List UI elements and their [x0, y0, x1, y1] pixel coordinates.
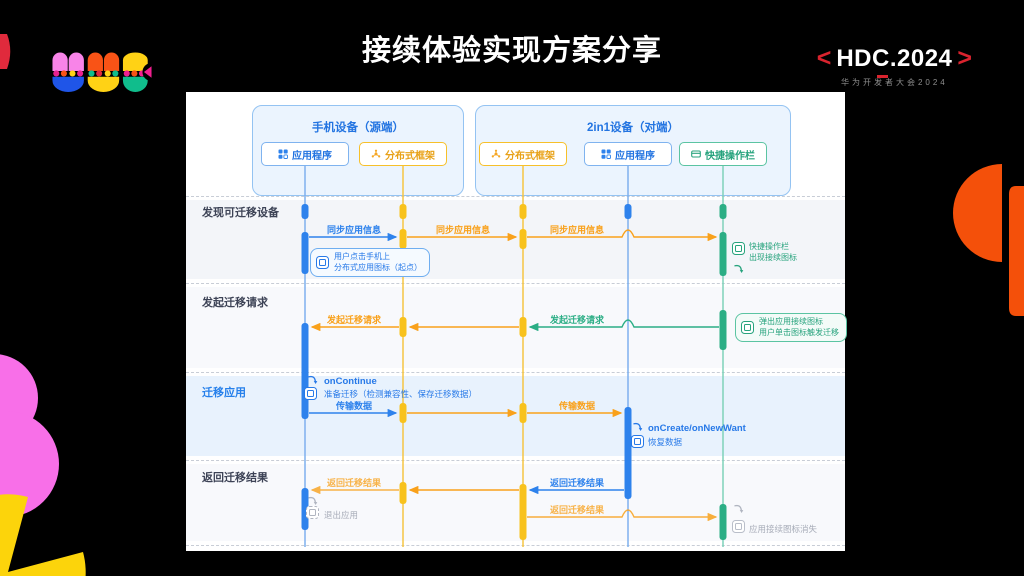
- callback-name: onCreate/onNewWant: [648, 423, 746, 434]
- app-grid-icon: [278, 149, 288, 159]
- component-label: 分布式框架: [385, 150, 435, 162]
- hdc-logo-subtitle: 华为开发者大会2024: [840, 78, 948, 87]
- message-transfer-data: 传输数据: [558, 401, 596, 411]
- phase-label-request: 发起迁移请求: [202, 297, 268, 309]
- note-text: 分布式应用图标（起点）: [334, 262, 422, 272]
- note-quickbar-trigger: 弹出应用接续图标 用户单击图标触发迁移: [735, 313, 847, 342]
- tap-curl-icon: [308, 375, 318, 384]
- message-return-result: 返回迁移结果: [549, 478, 605, 488]
- device-title-phone: 手机设备（源端）: [312, 122, 404, 134]
- message-transfer-data: 传输数据: [335, 401, 373, 411]
- callback-name: onContinue: [324, 376, 377, 387]
- note-text: 用户单击图标触发迁移: [759, 327, 839, 337]
- app-grid-icon: [601, 149, 611, 159]
- orange-halfdisc-decor: [953, 164, 1002, 262]
- yellow-pacman-decor: [0, 494, 86, 576]
- sequence-diagram-panel: 发现可迁移设备 发起迁移请求 迁移应用 返回迁移结果 手机设备（源端） 2in1…: [186, 92, 847, 551]
- hdc-bracket-left: <: [816, 44, 832, 72]
- message-initiate-request: 发起迁移请求: [326, 315, 382, 325]
- note-text: 快捷操作栏: [749, 242, 789, 251]
- component-label: 应用程序: [615, 150, 655, 162]
- component-label: 快捷操作栏: [705, 150, 755, 162]
- distributed-hub-icon: [371, 149, 381, 158]
- device-title-2in1: 2in1设备（对端）: [586, 122, 679, 134]
- note-text: 出现接续图标: [749, 252, 797, 262]
- distributed-hub-icon: [491, 149, 501, 158]
- window-jump-icon: [741, 321, 754, 334]
- hdc-colorful-logo: [52, 52, 152, 92]
- orange-sliver-decor: [1009, 186, 1024, 316]
- note-text: 应用接续图标消失: [749, 524, 818, 534]
- message-arrows: [309, 229, 719, 522]
- hdc-bracket-right: >: [957, 44, 972, 72]
- callback-desc: 准备迁移（检测兼容性、保存迁移数据）: [324, 389, 478, 399]
- component-phone-framework: 分布式框架: [359, 142, 447, 166]
- sequence-lines: [301, 166, 727, 547]
- component-2in1-quickbar: 快捷操作栏: [679, 142, 767, 166]
- component-label: 分布式框架: [505, 150, 555, 162]
- phase-label-migrate: 迁移应用: [202, 387, 246, 399]
- phase-divider: [186, 460, 845, 461]
- page-title: 接续体验实现方案分享: [361, 35, 662, 67]
- tap-curl-icon: [633, 422, 643, 431]
- phase-label-result: 返回迁移结果: [202, 472, 268, 484]
- component-label: 应用程序: [292, 150, 332, 162]
- message-return-result: 返回迁移结果: [549, 505, 605, 515]
- quickbar-icon: [691, 150, 701, 158]
- note-text: 用户点击手机上: [334, 252, 390, 261]
- message-return-result: 返回迁移结果: [326, 478, 382, 488]
- message-sync-app-info: 同步应用信息: [435, 225, 491, 235]
- message-initiate-request: 发起迁移请求: [549, 315, 605, 325]
- phase-divider: [186, 372, 845, 373]
- window-jump-icon: [732, 242, 745, 255]
- app-exit-icon: [306, 506, 319, 519]
- component-2in1-app: 应用程序: [584, 142, 672, 166]
- tap-curl-icon: [734, 504, 744, 513]
- note-user-click: 用户点击手机上 分布式应用图标（起点）: [310, 248, 430, 277]
- note-text: 弹出应用接续图标: [759, 317, 823, 326]
- hdc-red-underline: [876, 75, 888, 78]
- pink-petal-decor: [0, 354, 38, 442]
- component-phone-app: 应用程序: [261, 142, 349, 166]
- hdc-logo-text: HDC.2024: [836, 44, 953, 72]
- phase-divider: [186, 196, 845, 197]
- phase-divider: [186, 545, 845, 546]
- message-sync-app-info: 同步应用信息: [549, 225, 605, 235]
- phase-divider: [186, 283, 845, 284]
- window-jump-icon: [732, 520, 745, 533]
- note-text: 退出应用: [324, 510, 359, 520]
- pink-petal-decor: [0, 411, 59, 517]
- message-sync-app-info: 同步应用信息: [326, 225, 382, 235]
- callback-icon: [631, 435, 644, 448]
- note-quickbar-show: 快捷操作栏 出现接续图标: [732, 242, 797, 263]
- window-jump-icon: [316, 256, 329, 269]
- hdc-2024-logo: < HDC.2024 > 华为开发者大会2024: [817, 44, 972, 88]
- callback-icon: [304, 387, 317, 400]
- tap-curl-icon: [308, 496, 318, 505]
- callback-desc: 恢复数据: [648, 437, 683, 447]
- tap-curl-icon: [734, 264, 744, 273]
- component-2in1-framework: 分布式框架: [479, 142, 567, 166]
- phase-label-discover: 发现可迁移设备: [202, 207, 279, 219]
